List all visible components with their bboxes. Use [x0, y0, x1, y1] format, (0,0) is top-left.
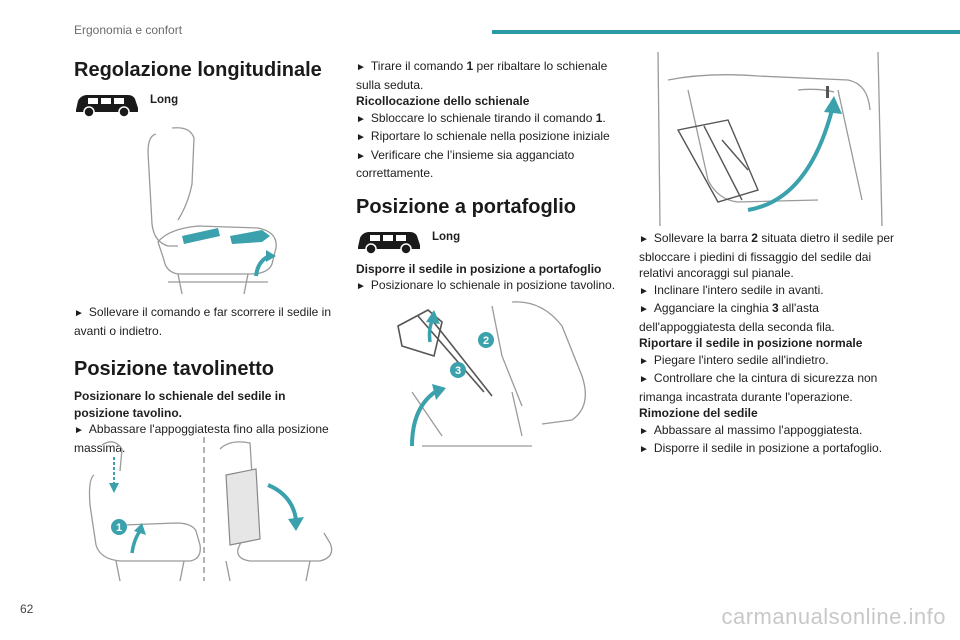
step-fold-back: ► Piegare l'intero sedile all'indietro.	[639, 352, 909, 371]
left-column-lower: ►Sollevare il comando e far scorrere il …	[74, 304, 344, 456]
car-badge-label: Long	[150, 94, 179, 106]
step-tilt-text: Inclinare l'intero sedile in avanti.	[653, 282, 824, 297]
step-arrow-icon: ►	[356, 132, 366, 143]
subheading-normal: Riportare il sedile in posizione normale	[639, 336, 863, 350]
step-unlock-text: Sbloccare lo schienale tirando il comand…	[370, 110, 596, 125]
step-headrest-text: Abbassare l'appoggiatesta fino alla posi…	[74, 422, 329, 455]
car-long-icon	[358, 231, 420, 255]
callout-1: 1	[116, 522, 122, 534]
table-intro: Posizionare lo schienale del sedile in p…	[74, 389, 286, 420]
car-badge-long: Long	[74, 90, 344, 118]
step-arrow-icon: ►	[639, 425, 649, 437]
step-restore: ► Riportare lo schienale nella posizione …	[356, 128, 624, 147]
car-badge-long-2: Long	[356, 227, 624, 255]
section-title-wallet: Posizione a portafoglio	[356, 195, 577, 218]
step-fold-text: Tirare il comando	[370, 59, 467, 73]
right-column: ► Sollevare la barra 2 situata dietro il …	[639, 230, 909, 459]
step-arrow-icon: ►	[356, 281, 366, 292]
step-arrow-icon: ►	[639, 444, 649, 455]
ref-control-1b: 1	[595, 110, 603, 125]
step-check-belt-text: Controllare che la cintura di sicurezza …	[639, 371, 878, 404]
step-hook-strap: ► Agganciare la cinghia 3 all'asta dell'a…	[639, 300, 909, 335]
seat-folded-illustration	[657, 51, 883, 227]
step-wallet-text: Disporre il sedile in posizione a portaf…	[653, 441, 883, 455]
step-arrow-icon: ►	[639, 355, 649, 367]
step-fold-back-text: Piegare l'intero sedile all'indietro.	[653, 352, 829, 367]
page-number: 62	[20, 602, 34, 616]
step-lower-headrest: ► Abbassare al massimo l'appoggiatesta.	[639, 422, 909, 441]
section-header: Ergonomia e confort	[74, 23, 183, 37]
watermark: carmanualsonline.info	[721, 604, 946, 629]
step-arrow-icon: ►	[356, 113, 366, 125]
step-table-text: Posizionare lo schienale in posizione ta…	[370, 278, 616, 292]
step-arrow-icon: ►	[639, 285, 649, 297]
step-restore-text: Riportare lo schienale nella posizione i…	[370, 129, 610, 143]
seat-wallet-illustration: 2 3	[397, 301, 586, 447]
ref-bar-2: 2	[751, 231, 758, 245]
step-lower-headrest-text: Abbassare al massimo l'appoggiatesta.	[653, 422, 863, 437]
step-slide: ►Sollevare il comando e far scorrere il …	[74, 304, 344, 339]
step-wallet: ► Disporre il sedile in posizione a porta…	[639, 440, 909, 459]
subheading-removal: Rimozione del sedile	[639, 406, 758, 420]
step-arrow-icon: ►	[74, 308, 84, 319]
section-title-longitudinal: Regolazione longitudinale	[74, 59, 322, 81]
step-hook-text: Agganciare la cinghia	[653, 301, 772, 315]
step-headrest: ►Abbassare l'appoggiatesta fino alla pos…	[74, 421, 344, 456]
subheading-wallet: Disporre il sedile in posizione a portaf…	[356, 261, 602, 276]
step-fold-text-end: per ribaltare lo schienale sulla seduta.	[356, 59, 608, 92]
step-hook-text-end: all'asta dell'appoggiatesta della second…	[639, 301, 835, 334]
seat-table-illustration: 1	[88, 437, 333, 582]
car-long-icon	[76, 95, 138, 118]
step-arrow-icon: ►	[74, 425, 84, 436]
step-verify: ►Verificare che l’insieme sia agganciato…	[356, 147, 624, 182]
step-lift-text-end: situata dietro il sedile per sbloccare i…	[639, 231, 895, 280]
ref-strap-3: 3	[771, 301, 779, 315]
step-arrow-icon: ►	[356, 62, 366, 73]
subheading-reposition: Ricollocazione dello schienale	[356, 94, 530, 108]
step-unlock: ► Sbloccare lo schienale tirando il coman…	[356, 110, 624, 129]
step-arrow-icon: ►	[356, 150, 366, 162]
callout-2: 2	[483, 335, 489, 347]
step-lift-text: Sollevare la barra	[653, 231, 752, 245]
left-column: Regolazione longitudinale Long	[74, 58, 344, 118]
step-tilt: ► Inclinare l'intero sedile in avanti.	[639, 282, 909, 301]
step-verify-text: Verificare che l’insieme sia agganciato …	[356, 147, 575, 181]
header-accent-bar	[492, 30, 960, 34]
step-arrow-icon: ►	[639, 304, 649, 315]
car-badge-label: Long	[432, 230, 461, 243]
step-slide-text: Sollevare il comando e far scorrere il s…	[74, 305, 332, 338]
middle-column: ► Tirare il comando 1 per ribaltare lo sc…	[356, 58, 624, 296]
step-arrow-icon: ►	[639, 234, 649, 245]
callout-3: 3	[455, 365, 461, 377]
step-table-position: ► Posizionare lo schienale in posizione t…	[356, 277, 624, 296]
ref-control-1: 1	[466, 59, 474, 73]
step-lift-bar: ► Sollevare la barra 2 situata dietro il …	[639, 230, 909, 282]
step-arrow-icon: ►	[639, 374, 649, 385]
step-check-belt: ►Controllare che la cintura di sicurezza…	[639, 370, 909, 405]
step-fold-backrest: ► Tirare il comando 1 per ribaltare lo sc…	[356, 58, 624, 93]
section-title-table: Posizione tavolinetto	[74, 358, 275, 380]
seat-slide-illustration	[147, 127, 277, 295]
step-unlock-end: .	[602, 110, 606, 125]
